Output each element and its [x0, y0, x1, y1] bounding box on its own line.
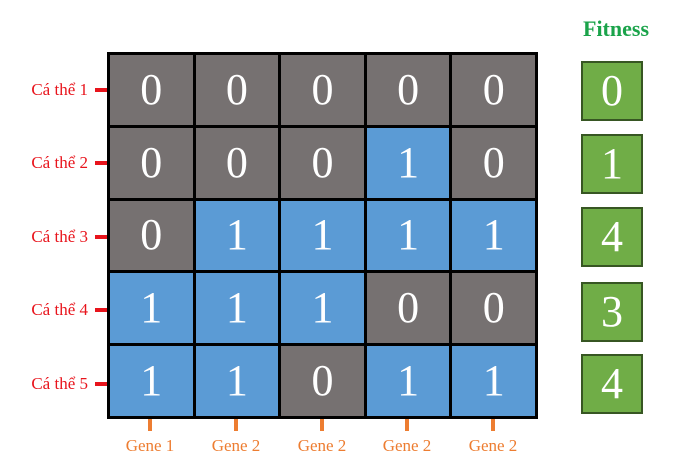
gene-cell: 0 [195, 127, 279, 198]
gene-cell: 0 [110, 55, 193, 125]
gene-cell: 1 [195, 200, 279, 271]
gene-cell: 0 [281, 127, 364, 198]
row-tick [95, 161, 107, 165]
column-tick [234, 419, 238, 431]
column-tick [148, 419, 152, 431]
row-tick [95, 308, 107, 312]
column-tick [320, 419, 324, 431]
gene-cell: 1 [110, 346, 193, 416]
gene-cell: 1 [452, 346, 535, 416]
column-tick [405, 419, 409, 431]
column-label: Gene 2 [382, 436, 432, 455]
column-label: Gene 2 [468, 436, 518, 455]
column-label: Gene 2 [297, 436, 347, 455]
fitness-value: 3 [581, 282, 643, 342]
gene-cell: 1 [110, 273, 193, 344]
gene-cell: 0 [281, 55, 364, 125]
gene-cell: 0 [366, 55, 450, 125]
fitness-value: 4 [581, 354, 643, 414]
fitness-value: 0 [581, 61, 643, 121]
gene-cell: 0 [110, 127, 193, 198]
gene-cell: 1 [366, 200, 450, 271]
gene-cell: 0 [366, 273, 450, 344]
gene-cell: 1 [366, 127, 450, 198]
gene-cell: 1 [366, 346, 450, 416]
gene-cell: 1 [195, 346, 279, 416]
column-label: Gene 1 [125, 436, 175, 455]
row-label: Cá thể 4 [31, 300, 88, 319]
row-label: Cá thể 1 [31, 80, 88, 99]
gene-cell: 1 [452, 200, 535, 271]
fitness-value: 4 [581, 207, 643, 267]
gene-cell: 1 [281, 273, 364, 344]
row-tick [95, 382, 107, 386]
row-label: Cá thể 3 [31, 227, 88, 246]
fitness-title: Fitness [583, 16, 649, 41]
column-tick [491, 419, 495, 431]
gene-cell: 1 [281, 200, 364, 271]
column-label: Gene 2 [211, 436, 261, 455]
gene-cell: 0 [281, 346, 364, 416]
row-tick [95, 88, 107, 92]
gene-cell: 0 [110, 200, 193, 271]
row-tick [95, 235, 107, 239]
gene-cell: 0 [452, 273, 535, 344]
gene-cell: 1 [195, 273, 279, 344]
gene-cell: 0 [195, 55, 279, 125]
gene-cell: 0 [452, 55, 535, 125]
row-label: Cá thể 2 [31, 153, 88, 172]
gene-cell: 0 [452, 127, 535, 198]
row-label: Cá thể 5 [31, 374, 88, 393]
fitness-value: 1 [581, 134, 643, 194]
